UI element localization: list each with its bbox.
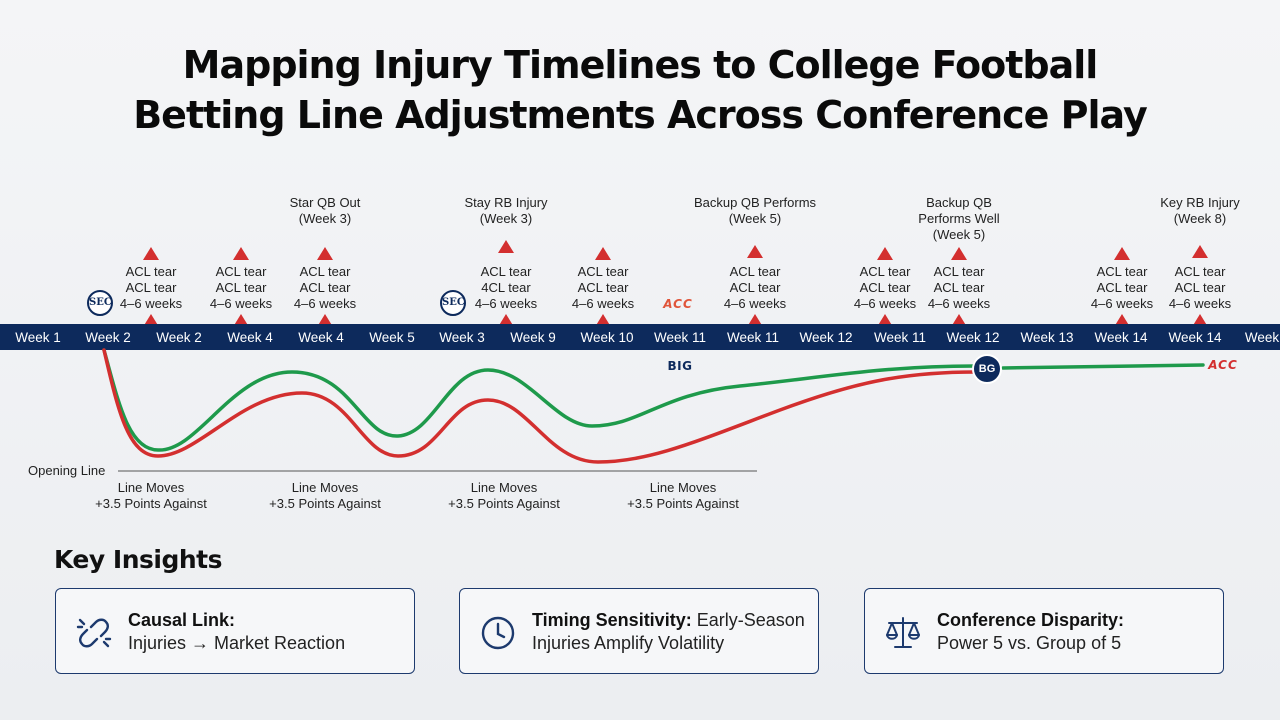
event-label-stay-rb: Stay RB Injury(Week 3) <box>464 195 548 226</box>
week-label: Week 11 <box>653 330 707 345</box>
timeline-marker-icon <box>595 314 611 327</box>
week-label: Week 2 <box>156 330 202 345</box>
opening-line-label: Opening Line <box>28 463 106 478</box>
event-label-backup-qb: Backup QB Performs(Week 5) <box>693 195 817 226</box>
timeline-marker-icon <box>877 314 893 327</box>
timeline-marker-icon <box>233 314 249 327</box>
week-label: Week 4 <box>227 330 273 345</box>
big-ten-logo: BIG <box>667 359 693 373</box>
injury-marker-icon <box>233 247 249 260</box>
injury-marker-icon <box>747 245 763 258</box>
week-label: Week 14 <box>1168 330 1222 345</box>
page-title: Mapping Injury Timelines to College Foot… <box>0 40 1280 140</box>
timeline-marker-icon <box>143 314 159 327</box>
week-label: Week 1 <box>15 330 61 345</box>
week-label: Week <box>1244 330 1280 345</box>
event-label-star-qb: Star QB Out(Week 3) <box>289 195 361 226</box>
week-label: Week 9 <box>510 330 556 345</box>
key-insights-heading: Key Insights <box>54 545 222 574</box>
insight-text: Timing Sensitivity: Early-Season Injurie… <box>532 610 805 653</box>
acc-logo: ACC <box>663 297 693 311</box>
insight-text: Conference Disparity: Power 5 vs. Group … <box>937 610 1125 653</box>
timeline-marker-icon <box>1114 314 1130 327</box>
line-move-annotation: Line Moves+3.5 Points Against <box>269 480 381 511</box>
timeline-marker-icon <box>317 314 333 327</box>
injury-marker-icon <box>143 247 159 260</box>
line-move-annotation: Line Moves+3.5 Points Against <box>627 480 739 511</box>
insight-card-timing: Timing Sensitivity: Early-Season Injurie… <box>459 588 819 674</box>
clock-icon <box>481 616 515 650</box>
insight-text: Causal Link: Injuries → Market Reaction <box>128 610 346 653</box>
sec-logo: SEC <box>87 290 113 316</box>
title-line-1: Mapping Injury Timelines to College Foot… <box>182 43 1099 87</box>
week-label: Week 2 <box>85 330 131 345</box>
timeline-marker-icon <box>498 314 514 327</box>
acc-logo-right: ACC <box>1208 358 1238 372</box>
sec-logo: SEC <box>440 290 466 316</box>
green-line-curve <box>102 348 977 452</box>
week-label: Week 11 <box>726 330 780 345</box>
injury-marker-icon <box>877 247 893 260</box>
red-line-curve <box>102 348 977 464</box>
timeline-bar <box>0 324 1280 350</box>
week-label: Week 11 <box>873 330 927 345</box>
broken-link-icon <box>76 618 112 648</box>
injury-marker-icon <box>595 247 611 260</box>
timeline-marker-icon <box>747 314 763 327</box>
week-label: Week 14 <box>1094 330 1148 345</box>
week-label: Week 12 <box>799 330 853 345</box>
week-label: Week 3 <box>439 330 485 345</box>
timeline-marker-icon <box>951 314 967 327</box>
injury-marker-icon <box>1114 247 1130 260</box>
week-label: Week 10 <box>580 330 634 345</box>
timeline-marker-icon <box>1192 314 1208 327</box>
injury-marker-icon <box>1192 245 1208 258</box>
week-label: Week 4 <box>298 330 344 345</box>
line-move-annotation: Line Moves+3.5 Points Against <box>95 480 207 511</box>
injury-marker-icon <box>498 240 514 253</box>
event-label-key-rb: Key RB Injury(Week 8) <box>1160 195 1240 226</box>
injury-marker-icon <box>317 247 333 260</box>
week-label: Week 13 <box>1020 330 1074 345</box>
scales-icon <box>886 617 920 648</box>
week-label: Week 5 <box>369 330 415 345</box>
line-move-annotation: Line Moves+3.5 Points Against <box>448 480 560 511</box>
title-line-2: Betting Line Adjustments Across Conferen… <box>133 93 1148 137</box>
insight-card-causal-link: Causal Link: Injuries → Market Reaction <box>55 588 415 674</box>
bg-logo: BG <box>972 354 1002 384</box>
green-line-tail <box>1001 363 1205 370</box>
insight-card-conference: Conference Disparity: Power 5 vs. Group … <box>864 588 1224 674</box>
injury-marker-icon <box>951 247 967 260</box>
week-label: Week 12 <box>946 330 1000 345</box>
